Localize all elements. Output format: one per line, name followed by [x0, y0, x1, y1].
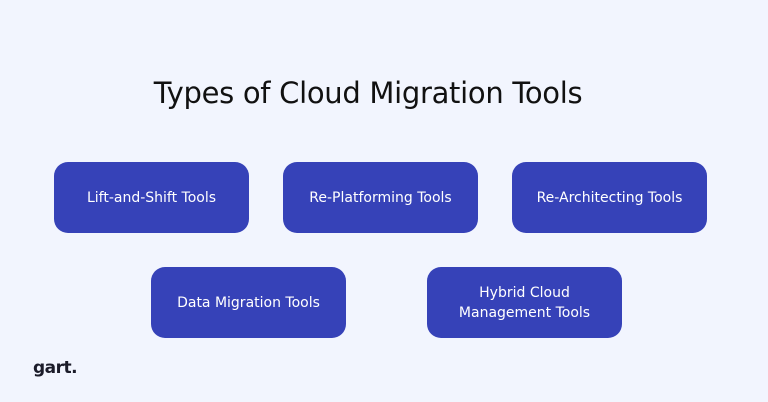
box-lift-and-shift-tools: Lift-and-Shift Tools — [54, 162, 249, 233]
box-label: Hybrid Cloud Management Tools — [458, 284, 591, 321]
box-label: Lift-and-Shift Tools — [86, 189, 217, 206]
box-re-architecting-tools: Re-Architecting Tools — [512, 162, 707, 233]
box-hybrid-cloud-management-tools: Hybrid Cloud Management Tools — [427, 267, 622, 338]
gart-logo: gart. — [33, 358, 78, 378]
box-label: Data Migration Tools — [177, 294, 320, 311]
box-data-migration-tools: Data Migration Tools — [151, 267, 346, 338]
box-label: Re-Platforming Tools — [309, 189, 452, 206]
diagram-title: Types of Cloud Migration Tools — [153, 76, 583, 110]
box-re-platforming-tools: Re-Platforming Tools — [283, 162, 478, 233]
box-label: Re-Architecting Tools — [536, 189, 683, 206]
